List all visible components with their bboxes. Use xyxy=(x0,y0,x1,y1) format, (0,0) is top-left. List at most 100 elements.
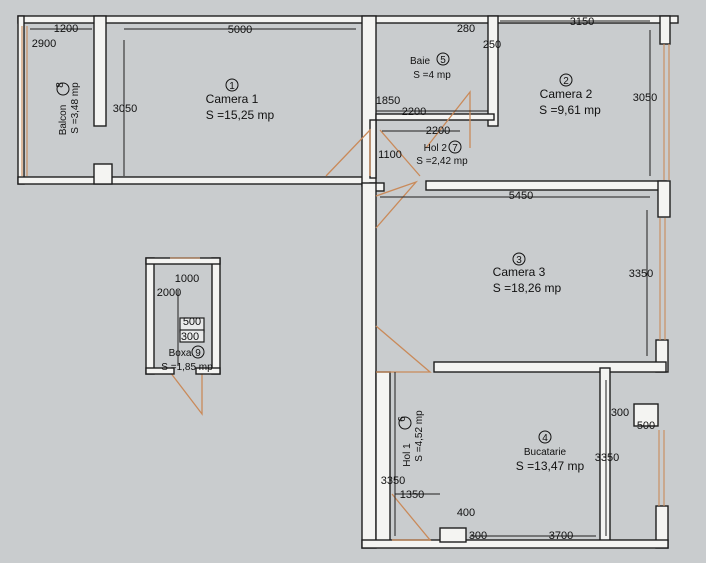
wall-boxa-bottom-left xyxy=(145,367,175,375)
hol2-name: Hol 2 xyxy=(424,143,448,154)
boxa-shelf-2 xyxy=(179,329,205,343)
marker-boxa xyxy=(191,345,205,359)
marker-camera3 xyxy=(512,252,526,266)
dim-400: 400 xyxy=(457,507,475,519)
wall-right-upper xyxy=(659,15,671,45)
dim-3050-left: 3050 xyxy=(113,103,137,115)
hol2-number: 7 xyxy=(452,143,458,154)
dim-1350: 1350 xyxy=(400,489,424,501)
marker-bucatarie xyxy=(538,430,552,444)
dim-300-boxa: 300 xyxy=(181,331,199,343)
hol1-name: Hol 1 xyxy=(402,443,413,467)
dim-2200-lower: 2200 xyxy=(426,125,450,137)
baie-area: S =4 mp xyxy=(413,70,451,81)
camera1-area: S =15,25 mp xyxy=(206,108,275,122)
door-hol2 xyxy=(375,180,419,229)
wall-boxa-right xyxy=(211,257,221,375)
dim-500-kitchen: 500 xyxy=(637,420,655,432)
dim-300-kitchen: 300 xyxy=(611,407,629,419)
wall-boxa-left xyxy=(145,257,155,375)
camera2-area: S =9,61 mp xyxy=(539,103,601,117)
hol2-area: S =2,42 mp xyxy=(416,156,468,167)
dim-1100: 1100 xyxy=(378,149,402,161)
dim-3350-hol1: 3350 xyxy=(381,475,405,487)
dim-3700: 3700 xyxy=(549,530,573,542)
door-entrance xyxy=(391,493,432,541)
wall-right-mid xyxy=(657,180,671,218)
marker-balcon xyxy=(56,82,70,96)
hol1-area: S =4,52 mp xyxy=(414,410,425,462)
dim-2000: 2000 xyxy=(157,287,181,299)
door-baie xyxy=(425,90,471,149)
wall-baie-right xyxy=(487,15,499,127)
marker-hol1 xyxy=(398,416,412,430)
dim-3050-right: 3050 xyxy=(633,92,657,104)
dim-1200: 1200 xyxy=(54,23,78,35)
marker-camera1 xyxy=(225,78,239,92)
dimension-labels: 1200 2900 5000 3050 280 250 3150 1850 22… xyxy=(32,16,657,542)
camera2-name: Camera 2 xyxy=(540,87,593,101)
dim-300-bottom: 300 xyxy=(469,530,487,542)
dim-2200-upper: 2200 xyxy=(402,106,426,118)
hol1-number: 6 xyxy=(397,416,408,422)
camera2-number: 2 xyxy=(563,76,569,87)
wall-boxa-bottom-right xyxy=(195,367,221,375)
boxa-number: 9 xyxy=(195,348,201,359)
room-numbers: 1 2 3 4 5 6 7 8 9 xyxy=(55,55,569,444)
baie-number: 5 xyxy=(440,55,446,66)
door-camera3 xyxy=(375,325,432,373)
wall-camera3-bottom xyxy=(433,361,667,373)
camera3-area: S =18,26 mp xyxy=(493,281,562,295)
dim-2900: 2900 xyxy=(32,38,56,50)
walls xyxy=(17,15,679,549)
wall-bottom-step xyxy=(439,527,467,543)
dim-5450: 5450 xyxy=(509,190,533,202)
wall-hol2-left xyxy=(369,119,377,179)
balcon-name: Balcon xyxy=(58,105,69,136)
door-hol2-swing xyxy=(379,129,421,177)
dim-500-boxa: 500 xyxy=(183,316,201,328)
wall-camera3-top xyxy=(425,180,667,191)
camera3-number: 3 xyxy=(516,255,522,266)
boxa-structure xyxy=(145,257,221,375)
door-camera1 xyxy=(325,128,371,177)
wall-upper-bottom xyxy=(17,176,371,185)
baie-name: Baie xyxy=(410,56,430,67)
dim-1000: 1000 xyxy=(175,273,199,285)
bucatarie-number: 4 xyxy=(542,433,548,444)
dim-3350-kitchen: 3350 xyxy=(595,452,619,464)
balcon-number: 8 xyxy=(55,82,66,88)
balcon-area: S =3,48 mp xyxy=(70,82,81,134)
dim-3350-camera3: 3350 xyxy=(629,268,653,280)
dim-1850: 1850 xyxy=(376,95,400,107)
dim-280: 280 xyxy=(457,23,475,35)
wall-bottom xyxy=(361,539,669,549)
wall-balcony-stub xyxy=(93,163,113,185)
camera1-name: Camera 1 xyxy=(206,92,259,106)
camera3-name: Camera 3 xyxy=(493,265,546,279)
boxa-name: Boxa xyxy=(169,348,192,359)
wall-kitchen-niche xyxy=(633,403,659,427)
wall-hol1-inner xyxy=(375,371,391,545)
room-markers xyxy=(56,52,573,444)
wall-lower-left xyxy=(361,182,377,549)
wall-balcony-divider xyxy=(93,15,107,127)
windows xyxy=(21,26,670,506)
dim-5000: 5000 xyxy=(228,24,252,36)
bucatarie-area: S =13,47 mp xyxy=(516,459,585,473)
camera1-number: 1 xyxy=(229,81,235,92)
wall-boxa-top xyxy=(145,257,221,265)
marker-hol2 xyxy=(448,140,462,154)
door-boxa xyxy=(169,371,203,416)
wall-balcony-left xyxy=(17,15,25,185)
room-labels: Camera 1 S =15,25 mp Camera 2 S =9,61 mp… xyxy=(58,56,601,473)
dim-250: 250 xyxy=(483,39,501,51)
boxa-area: S =1,85 mp xyxy=(161,362,213,373)
wall-baie-bottom xyxy=(375,113,495,121)
dim-3150: 3150 xyxy=(570,16,594,28)
dimension-lines xyxy=(30,20,651,537)
bucatarie-name: Bucatarie xyxy=(524,447,567,458)
marker-camera2 xyxy=(559,73,573,87)
marker-baie xyxy=(436,52,450,66)
